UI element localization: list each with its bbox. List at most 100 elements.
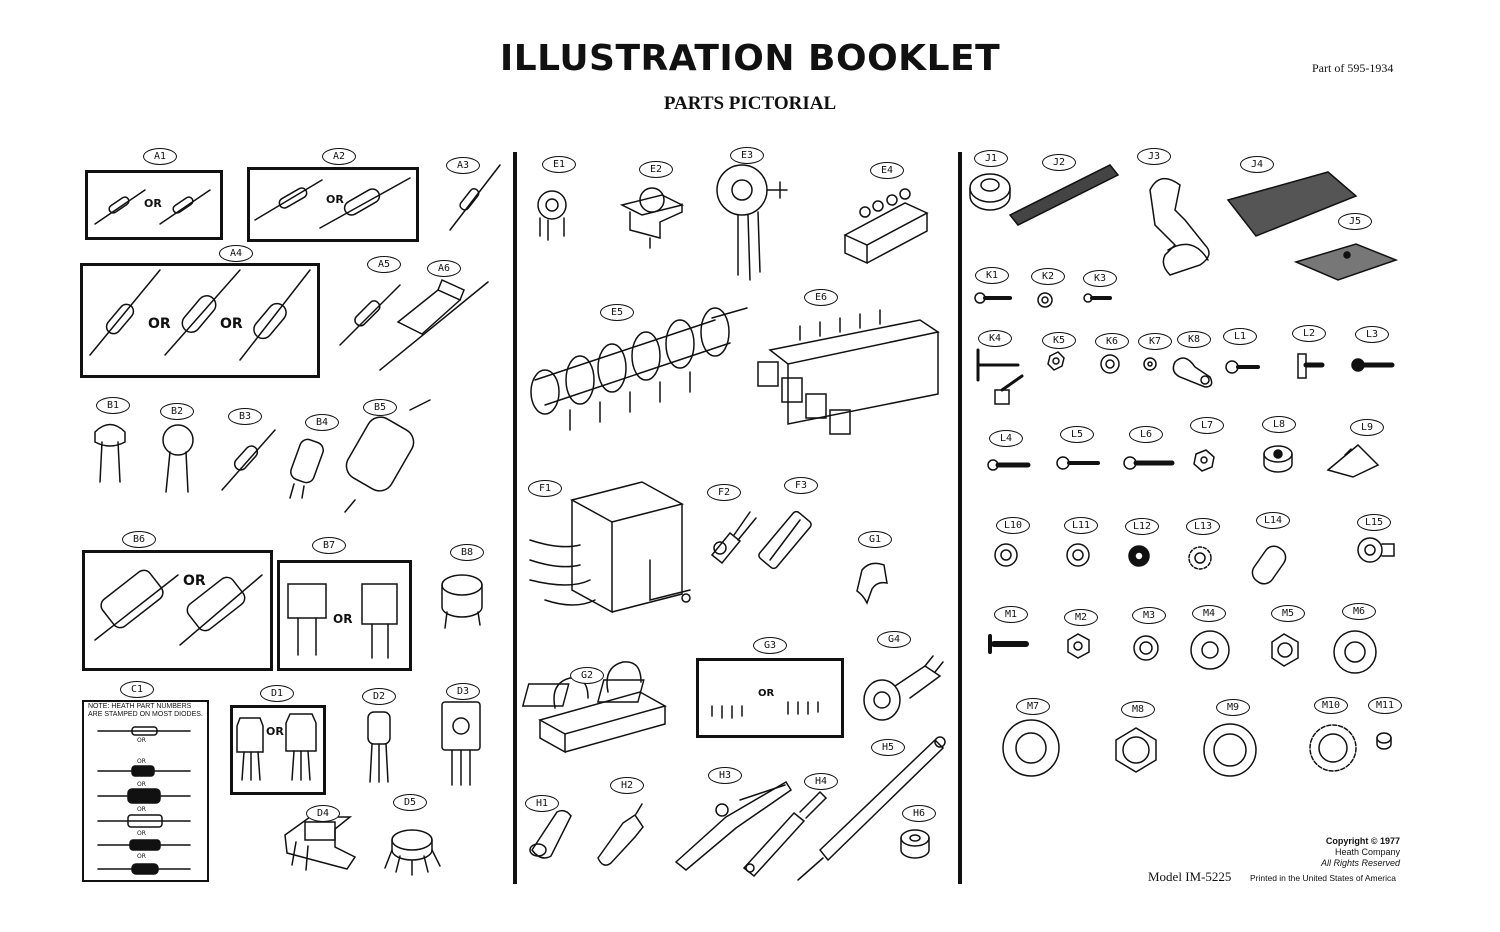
screw-icon [1056,456,1100,470]
or-text: OR [333,612,353,626]
label-m3: M3 [1132,607,1166,624]
screw-icon [1225,360,1260,374]
mica-insulator-icon [1293,243,1399,281]
label-k7: K7 [1138,333,1172,350]
label-l1: L1 [1223,328,1257,345]
label-g4: G4 [877,631,911,648]
label-m1: M1 [994,606,1028,623]
power-resistor-icon [379,278,489,371]
label-k6: K6 [1095,333,1129,350]
label-l10: L10 [996,517,1030,534]
resistor-icon [254,177,411,229]
screw-icon [1123,456,1175,470]
lockwasher-icon [1188,546,1212,570]
transformer-icon [529,481,691,614]
label-l14: L14 [1256,512,1290,529]
label-m4: M4 [1192,605,1226,622]
label-g3: G3 [753,637,787,654]
box-b7 [277,560,412,671]
label-m7: M7 [1016,698,1050,715]
grommet-icon [969,173,1011,211]
label-b4: B4 [305,414,339,431]
label-a5: A5 [367,256,401,273]
trimmer-icon [441,574,483,629]
label-k3: K3 [1083,270,1117,287]
page-subtitle: PARTS PICTORIAL [663,93,837,114]
washer-icon [994,543,1018,567]
label-e5: E5 [600,304,634,321]
screw-icon [988,634,1029,654]
or-text: OR [220,316,243,332]
label-d3: D3 [446,683,480,700]
washer-icon [1190,630,1230,670]
label-h3: H3 [708,767,742,784]
model-number: Model IM-5225 [1148,869,1232,884]
nut-icon [1047,351,1065,371]
label-l2: L2 [1292,325,1326,342]
label-f1: F1 [528,480,562,497]
potentiometer-icon [716,164,788,281]
test-plug-icon [529,809,572,859]
rights-text: All Rights Reserved [1320,858,1400,868]
diode-note: NOTE: HEATH PART NUMBERS ARE STAMPED ON … [88,703,203,719]
or-text: OR [266,725,284,738]
lockwasher-icon [1133,635,1159,661]
ic-socket-icon [521,679,819,719]
label-a1: A1 [143,148,177,165]
test-plug-icon [597,803,644,866]
control-lockwasher-icon [1357,537,1395,563]
label-k2: K2 [1031,268,1065,285]
box-c1 [82,700,209,882]
fuse-holder-icon [538,661,667,754]
label-g1: G1 [858,531,892,548]
label-a6: A6 [427,260,461,277]
label-m11: M11 [1368,697,1402,714]
nut-icon [1115,727,1157,773]
label-e4: E4 [870,162,904,179]
capacitor-icon [221,429,276,491]
label-b5: B5 [363,399,397,416]
or-text: OR [137,853,146,860]
or-text: OR [148,316,171,332]
label-d1: D1 [260,685,294,702]
label-l11: L11 [1064,517,1098,534]
label-h5: H5 [871,739,905,756]
label-b2: B2 [160,403,194,420]
label-h1: H1 [525,795,559,812]
box-d1 [230,705,326,795]
resistor-icon [339,284,401,346]
transistor-icon [367,711,391,783]
resistor-icon [89,269,311,361]
lockwasher-icon [1128,545,1150,567]
screw-icon [1351,358,1395,372]
film-capacitor-icon [94,569,263,646]
label-d5: D5 [393,794,427,811]
label-b7: B7 [312,537,346,554]
label-d4: D4 [306,805,340,822]
solder-lug-icon [1172,357,1213,388]
lockwasher-icon [1100,354,1120,374]
company-name: Heath Company [1334,847,1400,857]
label-b1: B1 [96,397,130,414]
label-j1: J1 [974,150,1008,167]
box-g3 [696,658,844,738]
washer-icon [1143,357,1157,371]
lockwasher-icon [1002,719,1060,777]
copyright-block: Copyright © 1977 Heath Company All Right… [1250,836,1400,869]
screw-icon [987,459,1031,471]
slide-switch-icon [843,188,929,265]
label-f2: F2 [707,484,741,501]
or-text: OR [137,781,146,788]
electrolytic-capacitor-icon [289,438,324,499]
label-m8: M8 [1121,701,1155,718]
or-text: OR [326,193,344,206]
label-e3: E3 [730,147,764,164]
nut-icon [1271,633,1299,667]
label-h2: H2 [610,777,644,794]
label-j3: J3 [1137,148,1171,165]
label-l3: L3 [1355,326,1389,343]
transistor-icon [236,713,317,781]
potentiometer-icon [619,187,685,249]
label-k4: K4 [978,330,1012,347]
fuse-clip-icon [856,562,888,605]
